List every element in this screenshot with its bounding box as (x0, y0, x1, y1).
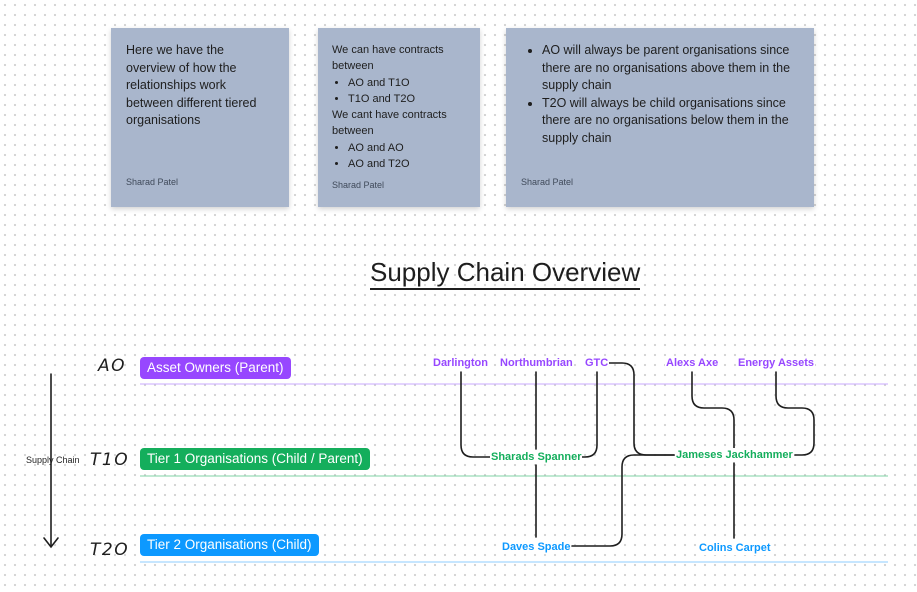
connector-alexs-jameses (691, 371, 735, 449)
org-energy-assets[interactable]: Energy Assets (737, 356, 816, 370)
connector-jameses-daves (571, 454, 675, 547)
org-darlington[interactable]: Darlington (432, 356, 489, 370)
org-sharads-spanner[interactable]: Sharads Spanner (490, 450, 583, 464)
note-can-intro: We can have contracts between (332, 44, 444, 73)
can-item: AO and T1O (348, 75, 470, 91)
org-daves-spade[interactable]: Daves Spade (501, 540, 572, 554)
org-colins-carpet[interactable]: Colins Carpet (698, 541, 772, 555)
tier-code-t2o: T2O (90, 540, 130, 560)
note-author: Sharad Patel (126, 176, 179, 187)
supply-chain-label: Supply Chain (26, 455, 80, 465)
tier-label-tier1[interactable]: Tier 1 Organisations (Child / Parent) (140, 448, 370, 470)
can-list: AO and T1O T1O and T2O (332, 75, 470, 108)
org-alexs-axe[interactable]: Alexs Axe (665, 356, 720, 370)
cant-item: AO and T2O (348, 156, 470, 172)
sticky-note-overview[interactable]: Here we have the overview of how the rel… (111, 28, 289, 207)
cant-item: AO and AO (348, 140, 470, 156)
rule-item: AO will always be parent organisations s… (542, 42, 800, 95)
supply-chain-arrow (43, 373, 59, 549)
org-northumbrian[interactable]: Northumbrian (499, 356, 574, 370)
tier-code-ao: AO (98, 356, 127, 376)
connector-gtc-sharads (580, 371, 598, 458)
can-item: T1O and T2O (348, 91, 470, 107)
rule-item: T2O will always be child organisations s… (542, 95, 800, 148)
cant-list: AO and AO AO and T2O (332, 140, 470, 173)
org-jameses-jackhammer[interactable]: Jameses Jackhammer (675, 448, 794, 462)
note-text: Here we have the overview of how the rel… (126, 43, 257, 127)
diagram-title[interactable]: Supply Chain Overview (370, 256, 641, 290)
note-cant-intro: We cant have contracts between (332, 109, 447, 138)
connector-gtc-jameses (607, 362, 675, 456)
note-author: Sharad Patel (521, 176, 574, 187)
rules-list: AO will always be parent organisations s… (526, 42, 800, 147)
tier-label-asset-owners[interactable]: Asset Owners (Parent) (140, 357, 291, 379)
sticky-note-contracts[interactable]: We can have contracts between AO and T1O… (318, 28, 480, 207)
connector-darlington-sharads (460, 371, 491, 458)
tier-code-t1o: T1O (90, 450, 130, 470)
connector-energy-jameses (775, 371, 815, 456)
org-gtc[interactable]: GTC (584, 356, 610, 370)
tier-label-tier2[interactable]: Tier 2 Organisations (Child) (140, 534, 319, 556)
note-author: Sharad Patel (332, 179, 385, 190)
sticky-note-rules[interactable]: AO will always be parent organisations s… (506, 28, 814, 207)
